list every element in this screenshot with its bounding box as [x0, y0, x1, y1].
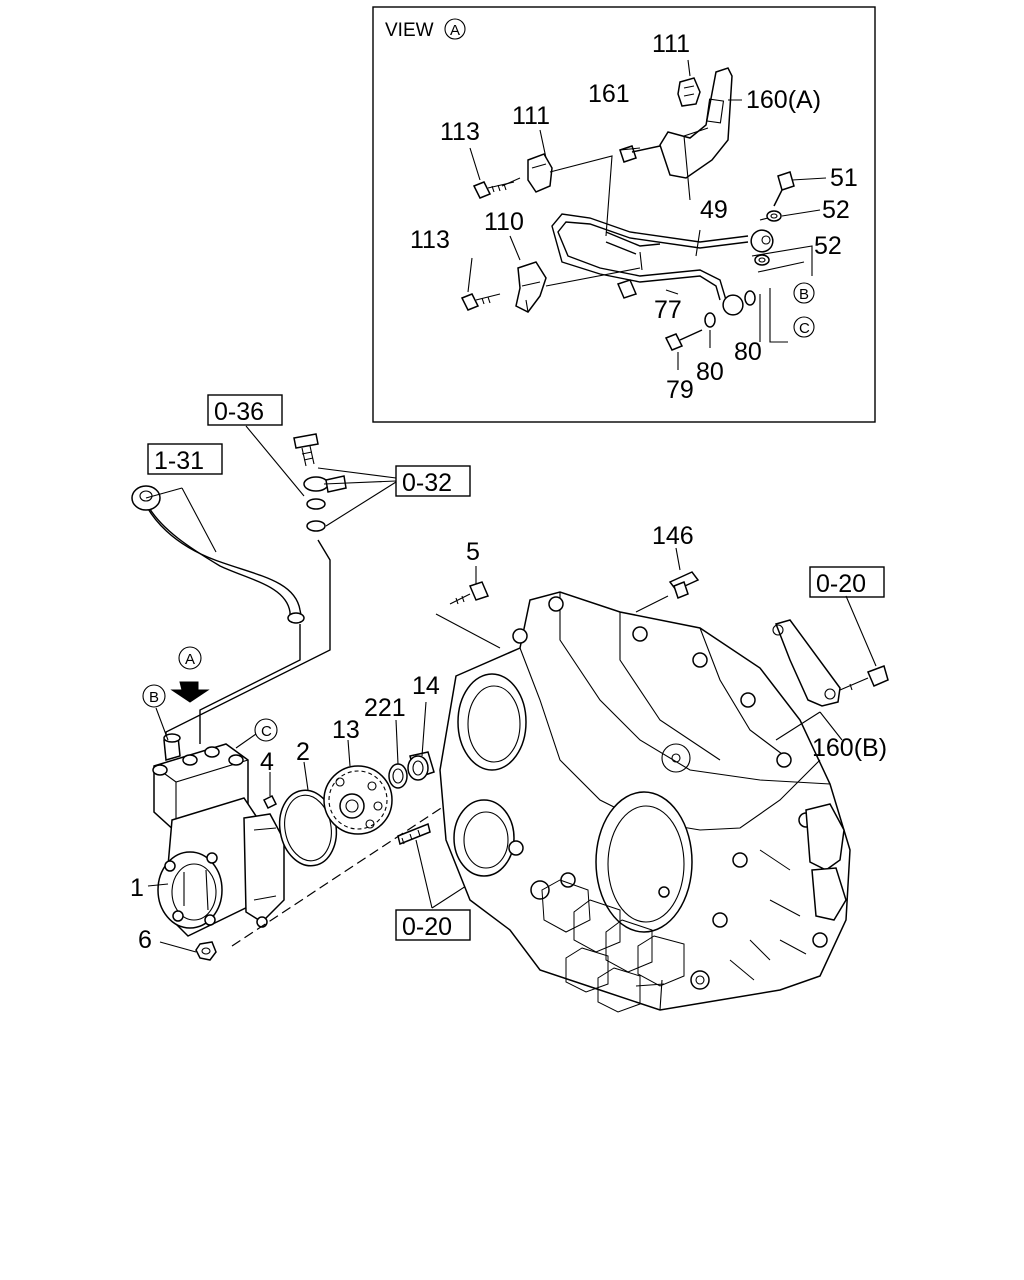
ref-0-32-label: 0-32 — [402, 469, 452, 497]
ref-1-31: 1-31 — [147, 443, 223, 475]
label-146: 146 — [652, 522, 694, 550]
bolt-113-lower-drawing — [460, 293, 501, 311]
view-a-arrow: A — [170, 646, 210, 703]
circle-b-inset-label: B — [799, 286, 809, 303]
leader-1 — [147, 883, 169, 887]
label-80-right: 80 — [734, 338, 762, 366]
label-160a: 160(A) — [746, 86, 821, 114]
bolt-51-drawing — [773, 171, 795, 207]
circle-c-inset-label: C — [799, 320, 810, 337]
label-77: 77 — [654, 296, 682, 324]
pipe-49-drawing — [557, 221, 749, 301]
label-6: 6 — [138, 926, 152, 954]
washer-52-upper — [766, 210, 782, 222]
washer-80-left — [704, 312, 716, 328]
label-113-lower: 113 — [410, 226, 450, 254]
washer-80-right — [744, 290, 756, 306]
clip-111-left-drawing — [527, 153, 553, 193]
circle-b-main: B — [142, 684, 169, 741]
o-ring-2-drawing — [278, 761, 338, 867]
label-14: 14 — [412, 672, 440, 700]
label-52-lower: 52 — [814, 232, 842, 260]
bracket-160a-drawing — [659, 67, 733, 179]
key-4-drawing — [262, 772, 278, 810]
gear-13-drawing — [323, 739, 393, 835]
ref-0-36-label: 0-36 — [214, 398, 264, 426]
air-compressor-1-drawing — [152, 733, 285, 937]
label-111-top: 111 — [652, 30, 690, 58]
circle-c-main: C — [235, 718, 278, 749]
label-79: 79 — [666, 376, 694, 404]
label-52-upper: 52 — [822, 196, 850, 224]
label-4: 4 — [260, 748, 274, 776]
label-111-left: 111 — [512, 102, 550, 130]
label-80-left: 80 — [696, 358, 724, 386]
washer-52-lower — [754, 254, 770, 266]
label-1: 1 — [130, 874, 144, 902]
pipe-eye-77 — [722, 294, 744, 316]
label-13: 13 — [332, 716, 360, 744]
ref-1-31-label: 1-31 — [154, 447, 204, 475]
circle-c-inset — [793, 316, 815, 338]
bracket-slot — [705, 98, 725, 124]
flywheel-housing-drawing — [439, 591, 851, 1013]
bolt-5-drawing — [435, 566, 501, 649]
clip-111-top-drawing — [677, 77, 701, 107]
label-51: 51 — [830, 164, 858, 192]
view-a-inset: VIEW A — [372, 6, 876, 423]
bolt-113-upper-drawing — [472, 181, 515, 199]
nut-6-drawing — [159, 941, 217, 961]
ref-0-20-right: 0-20 — [809, 566, 885, 598]
circle-b-main-label: B — [149, 689, 159, 706]
ref-0-20-right-label: 0-20 — [816, 570, 866, 598]
view-a-arrow-label: A — [185, 651, 195, 668]
ref-0-36: 0-36 — [207, 394, 283, 426]
bracket-160b-drawing — [772, 595, 889, 741]
view-a-frame — [372, 6, 876, 423]
view-a-circle-label: A — [450, 22, 460, 39]
ref-0-20-bottom-label: 0-20 — [402, 913, 452, 941]
washer-221-drawing — [388, 719, 408, 789]
hose-1-31-drawing — [131, 485, 305, 624]
view-a-circle — [444, 18, 466, 40]
label-161: 161 — [588, 80, 630, 108]
banjo-bolt-0-32-drawing — [245, 425, 397, 532]
label-113-upper: 113 — [440, 118, 480, 146]
label-5: 5 — [466, 538, 480, 566]
clamp-110-drawing — [515, 261, 547, 313]
label-110: 110 — [484, 208, 524, 236]
label-49: 49 — [700, 196, 728, 224]
ref-0-32: 0-32 — [395, 465, 471, 497]
ref-0-20-bottom: 0-20 — [395, 909, 471, 941]
label-160b: 160(B) — [812, 734, 887, 762]
bolt-161-drawing — [619, 145, 661, 163]
bolt-79-drawing — [664, 329, 703, 351]
fitting-146-drawing — [635, 547, 700, 613]
label-2: 2 — [296, 738, 310, 766]
label-221: 221 — [364, 694, 406, 722]
view-a-title: VIEW — [385, 20, 434, 41]
circle-b-inset — [793, 282, 815, 304]
circle-c-main-label: C — [261, 723, 272, 740]
bearing-14-drawing — [407, 701, 435, 781]
